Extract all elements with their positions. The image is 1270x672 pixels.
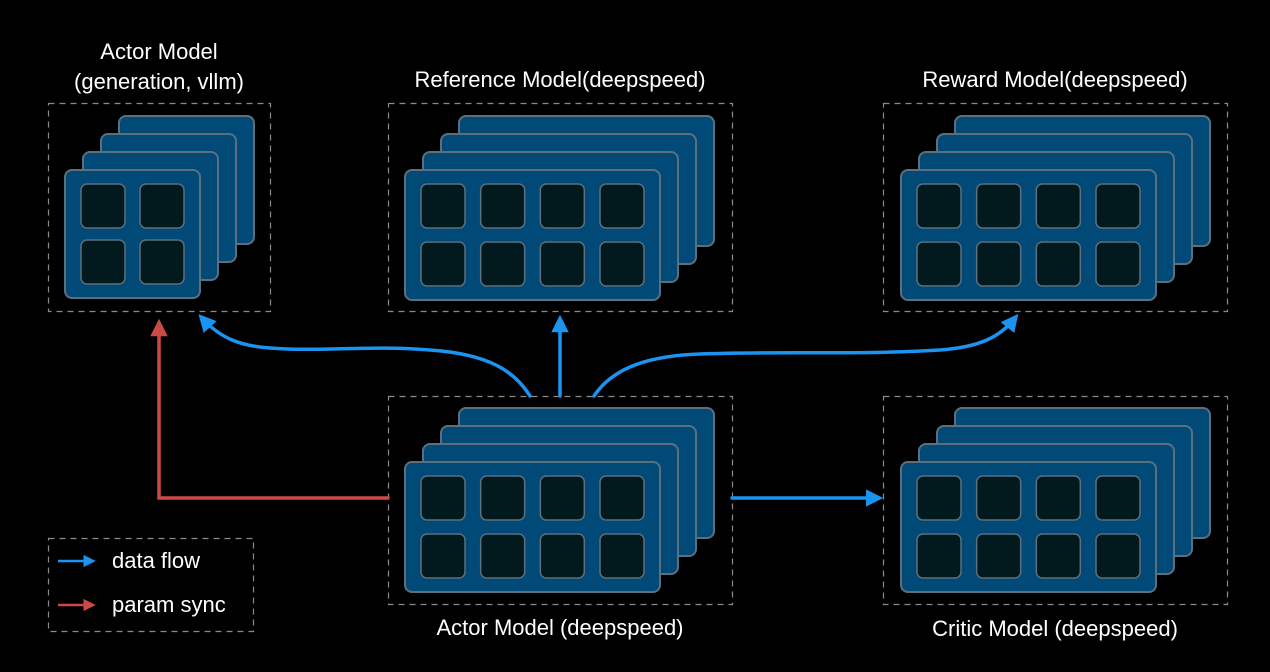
gpu-cell [479,533,526,579]
group-frame-actor-generation [47,102,272,313]
groups-layer [47,102,1229,606]
gpu-cell [1035,475,1082,521]
gpu-cell [539,183,586,229]
legend-frame [47,537,255,633]
group-title-reward: Reward Model(deepspeed) [922,67,1188,92]
gpu-cell [916,183,962,229]
gpu-cell [420,183,466,229]
gpu-card-front-actor-deepspeed [404,461,661,593]
connections-layer [150,313,1019,507]
model-group-reward [882,102,1229,313]
group-title-reference: Reference Model(deepspeed) [414,67,706,92]
gpu-cell [1095,241,1141,287]
gpu-cell [479,475,526,521]
gpu-cell [916,533,962,579]
gpu-cell [139,239,185,285]
gpu-cell [80,239,126,285]
legend-label-data-flow: data flow [112,548,201,573]
gpu-cell [420,241,466,287]
gpu-cell [975,241,1022,287]
gpu-cell [1095,183,1141,229]
gpu-cell [1095,533,1141,579]
gpu-cell [599,241,645,287]
data-flow-arrow-actor-generation [198,314,532,398]
group-title-critic: Critic Model (deepspeed) [932,616,1178,641]
gpu-card-front-reward [900,169,1157,301]
gpu-cell [479,241,526,287]
gpu-cell [599,533,645,579]
group-title-actor-generation-line2: (generation, vllm) [74,69,244,94]
gpu-cell [539,241,586,287]
legend-layer [47,537,255,633]
gpu-cell [539,533,586,579]
gpu-cell [80,183,126,229]
gpu-card-front-critic [900,461,1157,593]
gpu-cell [1035,533,1082,579]
param-sync-arrow-actor-generation [150,318,390,500]
gpu-cell [975,533,1022,579]
gpu-cell [916,241,962,287]
model-group-actor-generation [47,102,272,313]
model-group-actor-deepspeed [387,395,734,606]
group-title-actor-deepspeed: Actor Model (deepspeed) [436,615,684,640]
gpu-cell [420,475,466,521]
model-group-critic [882,395,1229,606]
gpu-cell [479,183,526,229]
gpu-cell [1035,183,1082,229]
gpu-cell [916,475,962,521]
gpu-cell [539,475,586,521]
gpu-cell [1035,241,1082,287]
gpu-card-front-reference [404,169,661,301]
legend-label-param-sync: param sync [112,592,226,617]
gpu-cell [975,475,1022,521]
gpu-cell [599,183,645,229]
gpu-cell [1095,475,1141,521]
model-group-reference [387,102,734,313]
gpu-cell [139,183,185,229]
gpu-cell [599,475,645,521]
group-title-actor-generation-line1: Actor Model [100,39,218,64]
gpu-cell [975,183,1022,229]
gpu-cell [420,533,466,579]
data-flow-arrow-reward [592,313,1019,398]
